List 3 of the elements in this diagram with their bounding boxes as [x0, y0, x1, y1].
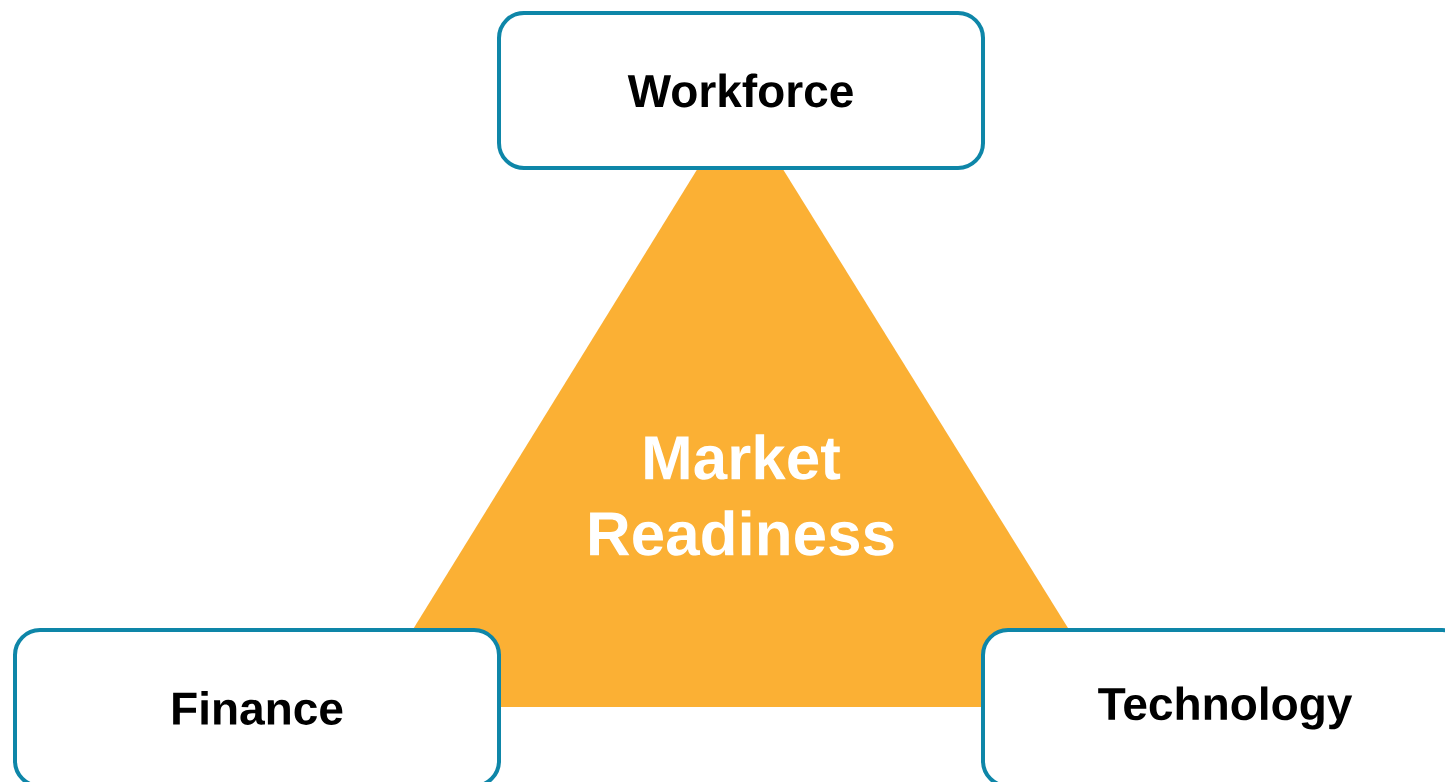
label-box: Technology — [981, 628, 1445, 782]
label-box: Workforce — [497, 11, 985, 170]
label-box: Finance — [13, 628, 501, 782]
